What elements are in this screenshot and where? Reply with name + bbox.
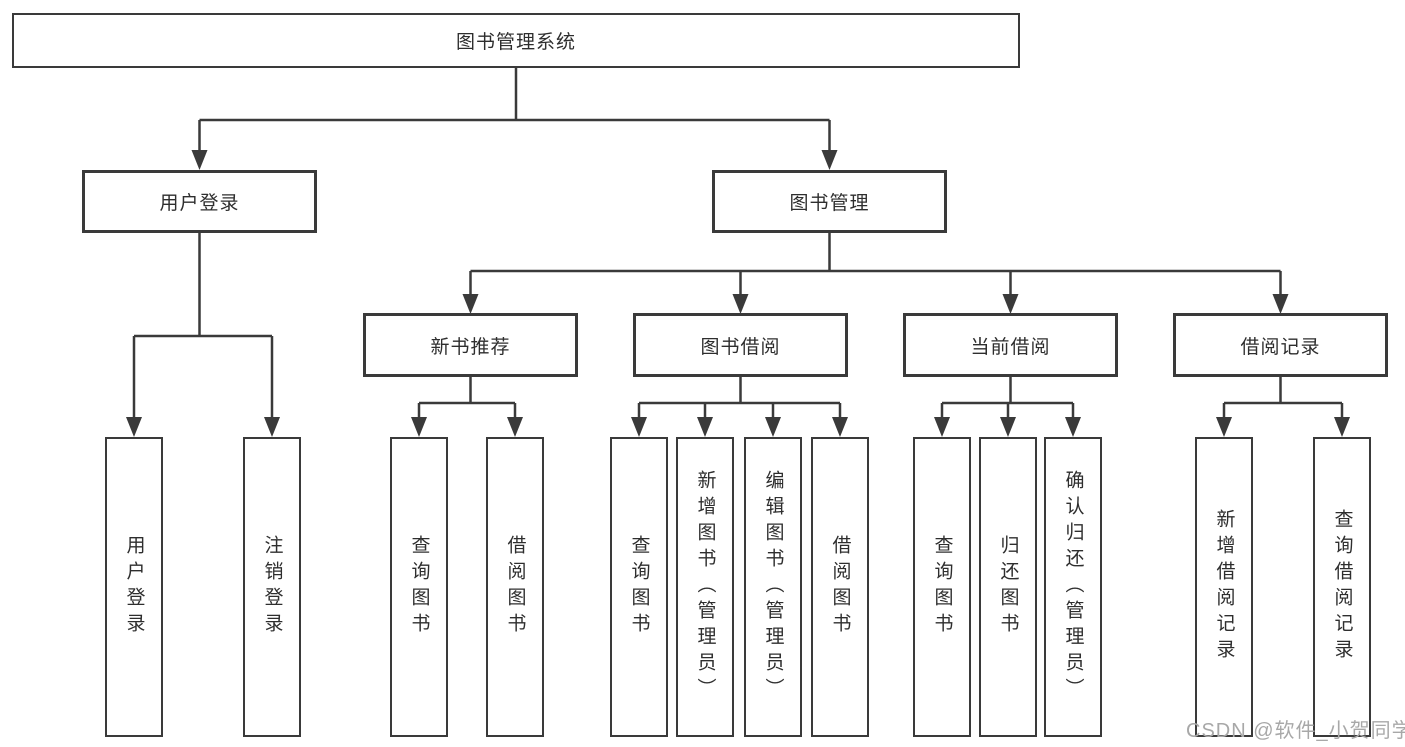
node-leaf-logout: 注销登录 [243,437,301,737]
node-leaf-add-books-admin: 新增图书（管理员） [676,437,734,737]
node-new-book-recommend: 新书推荐 [363,313,578,377]
node-leaf-query-borrow-record: 查询借阅记录 [1313,437,1371,737]
node-leaf-borrow-books: 借阅图书 [811,437,869,737]
node-leaf-user-login-label: 用户登录 [123,535,145,639]
node-leaf-add-borrow-record-label: 新增借阅记录 [1213,509,1235,665]
node-leaf-add-borrow-record: 新增借阅记录 [1195,437,1253,737]
node-leaf-confirm-return-admin-label: 确认归还（管理员） [1062,470,1084,704]
node-leaf-logout-label: 注销登录 [261,535,283,639]
node-leaf-user-login: 用户登录 [105,437,163,737]
node-leaf-query-books-recommend: 查询图书 [390,437,448,737]
node-borrow-records-label: 借阅记录 [1240,336,1321,358]
tree-edges [132,68,1344,433]
node-borrow-records: 借阅记录 [1173,313,1388,377]
node-leaf-query-books-current: 查询图书 [913,437,971,737]
node-leaf-borrow-books-recommend: 借阅图书 [486,437,544,737]
node-leaf-return-books: 归还图书 [979,437,1037,737]
node-root: 图书管理系统 [12,13,1020,68]
node-leaf-query-borrow-record-label: 查询借阅记录 [1331,509,1353,665]
csdn-watermark: CSDN @软件_小贺同学 [1186,720,1405,742]
node-book-management-label: 图书管理 [789,193,870,214]
node-user-login: 用户登录 [82,170,317,233]
node-current-borrow-label: 当前借阅 [970,336,1051,358]
node-leaf-edit-books-admin-label: 编辑图书（管理员） [762,470,784,704]
node-book-borrow-label: 图书借阅 [700,336,781,358]
node-leaf-edit-books-admin: 编辑图书（管理员） [744,437,802,737]
node-leaf-query-books-current-label: 查询图书 [931,535,953,639]
node-user-login-label: 用户登录 [159,193,240,214]
node-book-management: 图书管理 [712,170,947,233]
arrow-down-icon [126,150,1350,437]
node-leaf-borrow-books-recommend-label: 借阅图书 [504,535,526,639]
node-leaf-return-books-label: 归还图书 [997,535,1019,639]
node-new-book-recommend-label: 新书推荐 [430,336,511,358]
node-leaf-query-books-borrow: 查询图书 [610,437,668,737]
node-leaf-query-books-recommend-label: 查询图书 [408,535,430,639]
node-leaf-borrow-books-label: 借阅图书 [829,535,851,639]
node-root-label: 图书管理系统 [455,32,576,53]
node-leaf-add-books-admin-label: 新增图书（管理员） [694,470,716,704]
node-book-borrow: 图书借阅 [633,313,848,377]
node-leaf-query-books-borrow-label: 查询图书 [628,535,650,639]
node-current-borrow: 当前借阅 [903,313,1118,377]
node-leaf-confirm-return-admin: 确认归还（管理员） [1044,437,1102,737]
